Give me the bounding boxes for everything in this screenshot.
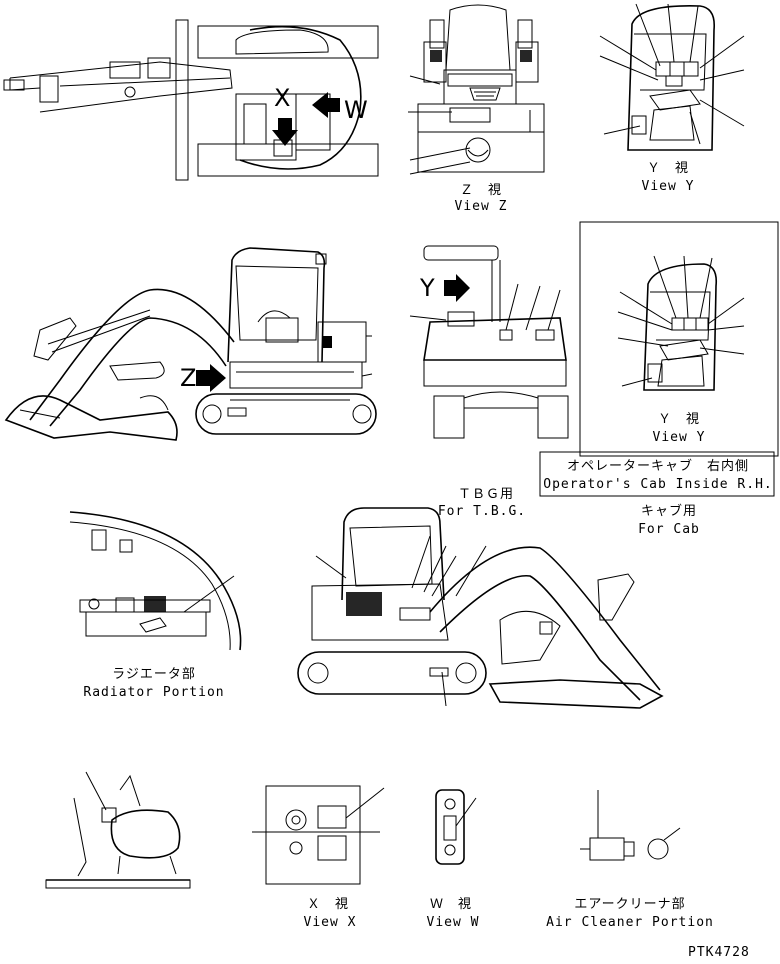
- radiator-label-jp: ラジエータ部: [112, 667, 196, 682]
- air-cleaner-label-jp: エアークリーナ部: [574, 897, 686, 912]
- marker-y: Y: [420, 274, 435, 302]
- drawing-number: PTK4728: [688, 945, 750, 960]
- view-w-label-jp: Ｗ 視: [429, 897, 473, 912]
- inset-caption-frame: [539, 451, 775, 497]
- marker-z: Z: [180, 364, 197, 392]
- top-view-machine: [3, 19, 379, 181]
- view-w-label-en: View W: [426, 915, 480, 930]
- view-y-inset-label-jp: Ｙ 視: [657, 412, 701, 427]
- view-x-label-jp: Ｘ 視: [306, 897, 350, 912]
- arrow-left-icon: [312, 92, 340, 118]
- view-y-inset-label-en: View Y: [652, 430, 706, 445]
- arrow-right-icon: [196, 370, 226, 392]
- cab-label-jp: キャブ用: [640, 504, 698, 519]
- air-cleaner-drawing: [580, 790, 681, 861]
- tbg-label-en: For T.B.G.: [437, 504, 527, 519]
- inset-frame: [579, 221, 779, 457]
- view-x-drawing: [252, 785, 385, 885]
- marker-w: W: [344, 96, 368, 124]
- cab-label-en: For Cab: [638, 522, 700, 537]
- radiator-label-en: Radiator Portion: [83, 685, 225, 700]
- view-z-drawing: [408, 4, 545, 175]
- view-z-label-en: View Z: [454, 199, 508, 214]
- arrow-down-icon: [272, 118, 298, 146]
- inset-caption-jp: オペレーターキャブ 右内側: [566, 459, 750, 474]
- radiator-drawing: [69, 511, 242, 651]
- inset-caption-en: Operator's Cab Inside R.H.: [543, 477, 773, 492]
- view-z-label-jp: Ｚ 視: [459, 183, 503, 198]
- view-x-label-en: View X: [303, 915, 357, 930]
- marker-x: X: [274, 84, 291, 112]
- air-cleaner-label-en: Air Cleaner Portion: [546, 915, 714, 930]
- view-y-top-label-en: View Y: [641, 179, 695, 194]
- side-view-machine: [4, 247, 377, 441]
- seat-drawing: [45, 771, 191, 889]
- view-y-inset-drawing: [617, 255, 745, 391]
- view-y-top-label-jp: Ｙ 視: [646, 161, 690, 176]
- tbg-label-jp: ＴＢＧ用: [457, 487, 515, 502]
- view-y-top-drawing: [599, 3, 745, 151]
- rear-view-machine: [409, 245, 569, 439]
- view-w-drawing: [435, 789, 477, 865]
- side-view-machine-rh: [297, 507, 664, 709]
